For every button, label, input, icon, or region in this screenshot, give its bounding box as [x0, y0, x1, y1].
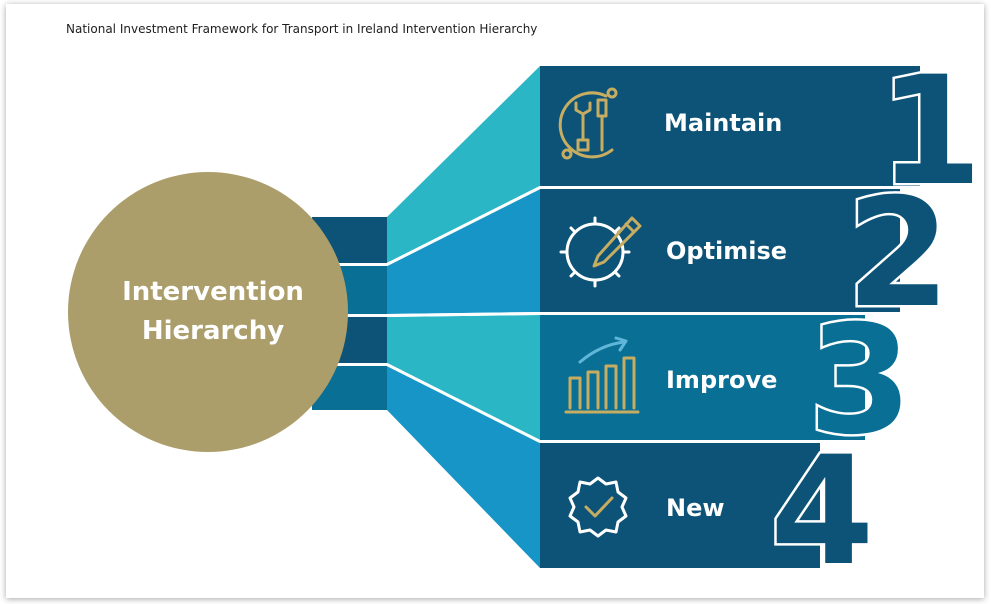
step-label-new: New [666, 494, 725, 522]
step-numerals: 1 2 3 4 [768, 43, 985, 602]
step-numeral-4: 4 [770, 425, 874, 599]
checkmark-gear-icon [568, 476, 628, 538]
funnel-wedge-2 [387, 189, 540, 314]
bar-chart-growth-icon [564, 336, 640, 414]
gear-pencil-icon [559, 216, 642, 288]
funnel-wedge-4 [387, 366, 540, 568]
circle-label-line1: Intervention [122, 277, 304, 307]
step-numeral-1: 1 [878, 45, 982, 219]
step-label-improve: Improve [666, 366, 777, 394]
diagram-title: National Investment Framework for Transp… [66, 22, 538, 36]
step-label-optimise: Optimise [666, 237, 787, 265]
step-label-maintain: Maintain [664, 109, 782, 137]
step-band-3 [540, 315, 865, 440]
step-band-4 [540, 443, 820, 568]
step-labels: Maintain Optimise Improve New [664, 109, 787, 522]
funnel-separators [330, 186, 541, 443]
funnel-wedges [387, 66, 540, 568]
step-bands [540, 66, 920, 568]
wrench-screwdriver-icon [558, 87, 618, 160]
step-numeral-3: 3 [808, 294, 912, 468]
step-band-2 [540, 189, 900, 312]
funnel-wedge-3 [387, 315, 540, 440]
intervention-hierarchy-circle: Intervention Hierarchy [68, 172, 348, 452]
step-numeral-2: 2 [846, 167, 950, 341]
circle-label-line2: Hierarchy [142, 316, 284, 346]
funnel-wedge-1 [387, 66, 540, 263]
